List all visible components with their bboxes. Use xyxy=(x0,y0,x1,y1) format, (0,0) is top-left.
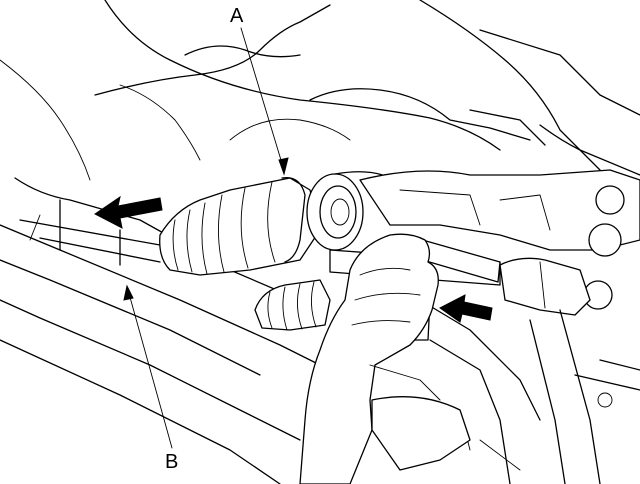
callout-leaders xyxy=(123,27,289,449)
direction-arrows xyxy=(94,195,493,323)
steering-knuckle xyxy=(359,169,640,484)
mechanic-hand xyxy=(299,233,471,484)
pull-direction-arrow-icon xyxy=(94,195,163,229)
callout-label-b: B xyxy=(165,451,179,473)
cv-joint-boot xyxy=(159,176,321,276)
callout-label-a: A xyxy=(230,5,244,27)
outboard-joint xyxy=(306,171,401,251)
push-direction-arrow-icon xyxy=(439,294,493,323)
vehicle-frame xyxy=(0,0,640,181)
inboard-boot xyxy=(254,279,331,331)
